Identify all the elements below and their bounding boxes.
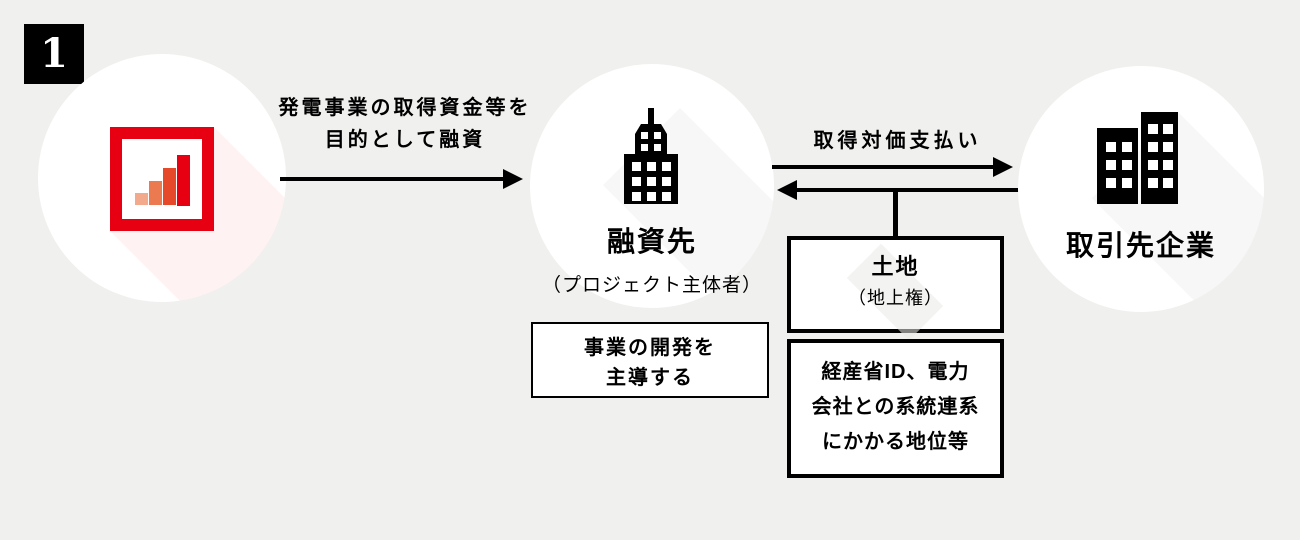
rights-box-line3: にかかる地位等 [822, 431, 969, 453]
land-title: 土地 [871, 254, 920, 279]
land-box: 土地 （地上権） [787, 236, 1004, 341]
rights-box-line1: 経産省ID、電力 [821, 361, 970, 383]
land-subtitle: （地上権） [848, 288, 943, 308]
borrower-title: 融資先 [606, 226, 697, 257]
develop-box-line2: 主導する [606, 367, 694, 389]
bar-chart-logo-icon [110, 127, 214, 231]
develop-box-line1: 事業の開発を [584, 337, 716, 359]
lender-circle [38, 54, 286, 302]
payment-label: 取得対価支払い [813, 130, 982, 152]
borrower-circle [530, 64, 774, 308]
connector-line [893, 190, 898, 236]
two-buildings-icon [1097, 112, 1178, 204]
step-badge: 1 [24, 24, 84, 84]
partner-circle [1018, 66, 1264, 312]
office-building-icon [624, 108, 678, 204]
transfer-arrow [797, 188, 1021, 192]
loan-label-line2: 目的として融資 [324, 129, 486, 151]
loan-label-line1: 発電事業の取得資金等を [278, 97, 532, 119]
loan-label: 発電事業の取得資金等を 目的として融資 [250, 92, 560, 156]
loan-arrow [280, 177, 503, 181]
payment-arrow [772, 165, 993, 169]
borrower-subtitle: （プロジェクト主体者） [541, 275, 762, 296]
rights-box: 経産省ID、電力 会社との系統連系 にかかる地位等 [787, 339, 1004, 478]
partner-title: 取引先企業 [1065, 230, 1216, 261]
step-number: 1 [40, 30, 68, 77]
develop-box: 事業の開発を 主導する [531, 322, 769, 398]
rights-box-line2: 会社との系統連系 [811, 396, 980, 418]
